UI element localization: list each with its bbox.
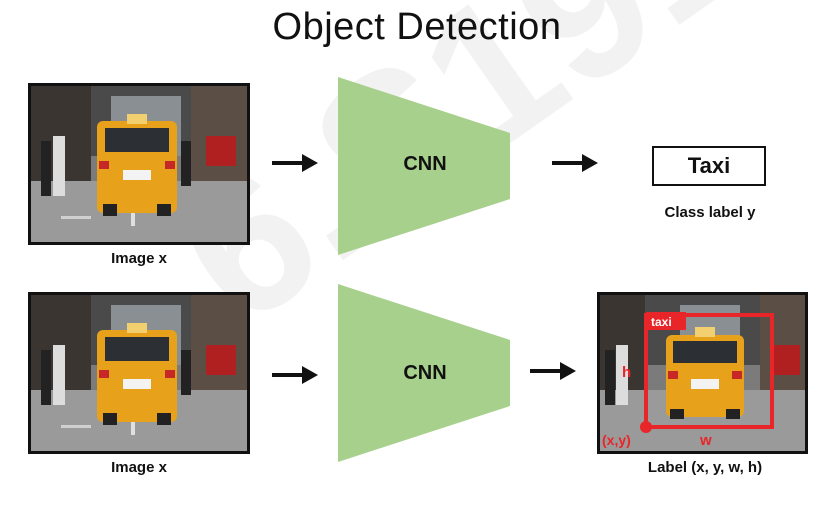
cnn-label-2: CNN: [403, 362, 447, 384]
class-output-box: Taxi: [652, 146, 766, 186]
bounding-box: [644, 313, 774, 429]
image-caption-1: Image x: [111, 250, 167, 267]
arrow-right-icon: [272, 366, 318, 384]
origin-point: [640, 421, 652, 433]
width-label: w: [699, 432, 712, 449]
detection-output-image: taxi h w (x,y): [597, 292, 808, 454]
page-title: Object Detection: [272, 6, 562, 48]
xy-label: (x,y): [602, 432, 631, 448]
input-image-1: [28, 83, 250, 245]
cnn-trapezoid-1: [338, 77, 510, 255]
detection-label-caption: Label (x, y, w, h): [647, 459, 763, 476]
arrow-right-icon: [552, 154, 598, 172]
arrow-right-icon: [530, 362, 576, 380]
class-label-caption: Class label y: [664, 204, 756, 221]
input-image-2: [28, 292, 250, 454]
cnn-trapezoid-2: [338, 284, 510, 462]
image-caption-2: Image x: [111, 459, 167, 476]
height-label: h: [622, 364, 631, 381]
cnn-label-1: CNN: [403, 153, 447, 175]
arrow-right-icon: [272, 154, 318, 172]
box-class-label: taxi: [651, 315, 672, 329]
